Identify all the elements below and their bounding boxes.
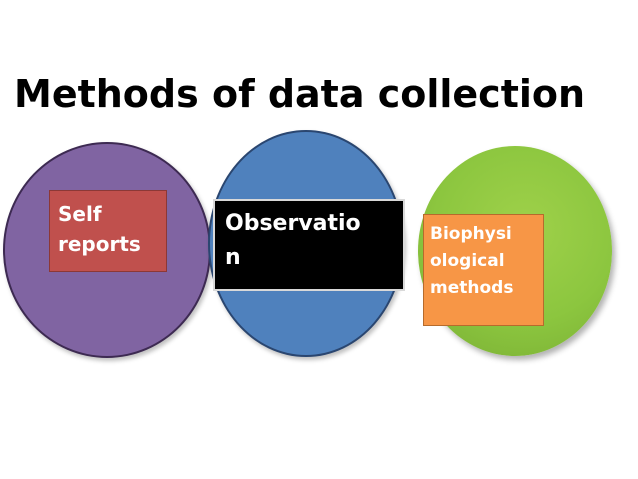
biophysiological-methods-label: Biophysi ological methods — [423, 214, 544, 326]
slide-title: Methods of data collection — [14, 72, 586, 116]
self-reports-label: Self reports — [49, 190, 167, 272]
observation-label: Observatio n — [213, 199, 405, 291]
